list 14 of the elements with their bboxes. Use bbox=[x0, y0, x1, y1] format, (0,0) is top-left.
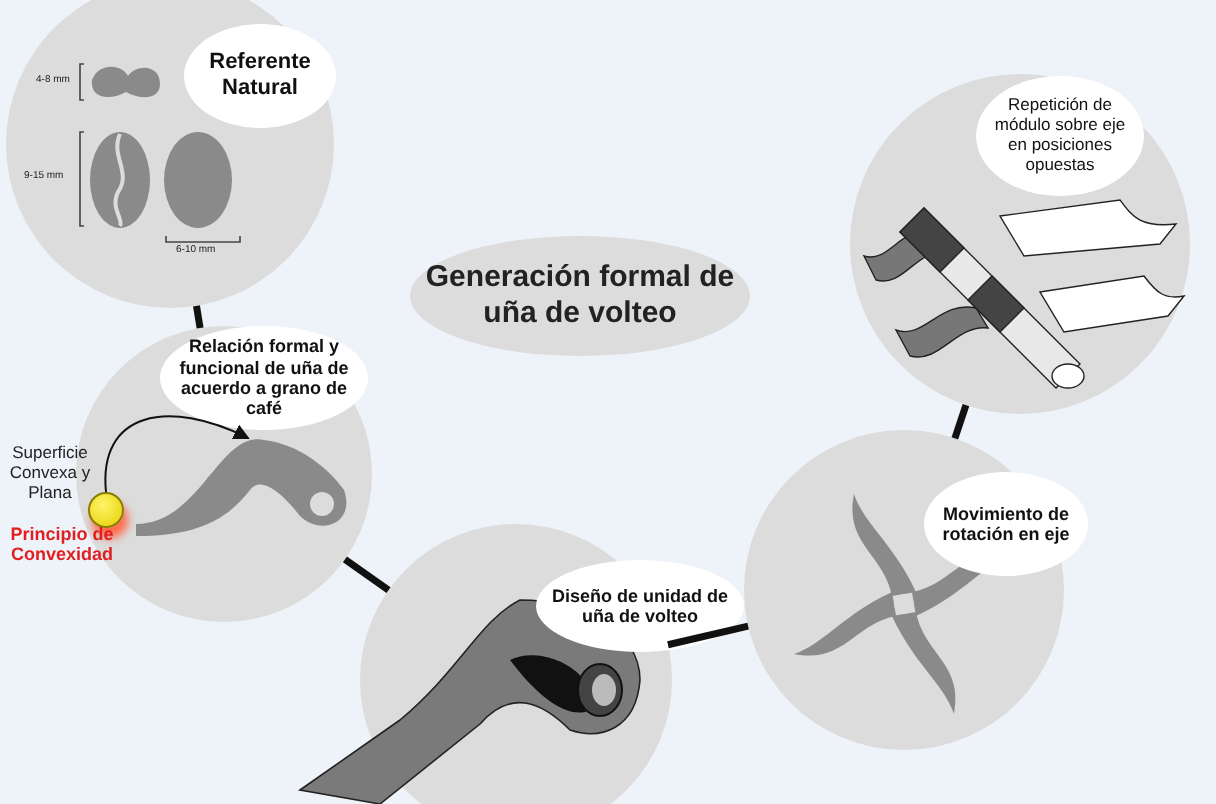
speech-bubble: Referente Natural bbox=[184, 24, 336, 128]
connector-line bbox=[667, 622, 749, 649]
speech-bubble: Movimiento de rotación en eje bbox=[924, 472, 1088, 576]
speech-bubble: Diseño de unidad de uña de volteo bbox=[536, 560, 744, 652]
principle-label: Principio de Convexidad bbox=[8, 524, 116, 566]
connector-line bbox=[193, 305, 204, 329]
annotation-label: Superficie Convexa y Plana bbox=[7, 444, 93, 503]
connector-line bbox=[342, 556, 391, 593]
speech-bubble: Relación formal y funcional de uña de acuerdo a grano de café bbox=[160, 326, 368, 430]
title: Generación formal de uña de volteo bbox=[410, 236, 750, 356]
arrow bbox=[104, 415, 250, 493]
connector-line bbox=[951, 404, 970, 440]
speech-bubble: Repetición de módulo sobre eje en posiciones opuestas bbox=[976, 76, 1144, 196]
convex-ball-icon bbox=[88, 492, 124, 528]
